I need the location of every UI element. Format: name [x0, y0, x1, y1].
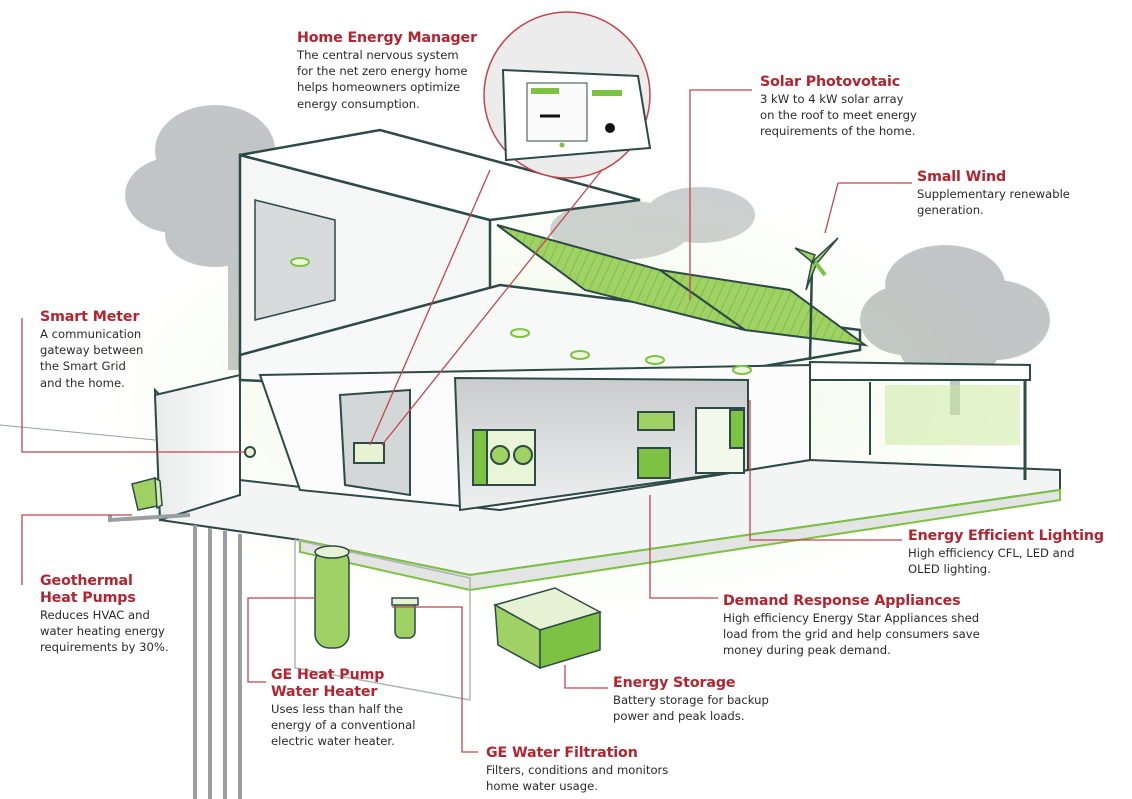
callout-description: Supplementary renewable generation.	[917, 187, 1070, 218]
callout-ge-heat-pump-water-heater: GE Heat Pump Water Heater Uses less than…	[271, 667, 415, 750]
leader-lines	[21, 89, 912, 753]
callout-energy-efficient-lighting: Energy Efficient Lighting High efficienc…	[908, 528, 1104, 577]
hem-magnifier	[483, 11, 652, 179]
callout-solar-photovoltaic: Solar Photovotaic 3 kW to 4 kW solar arr…	[760, 74, 917, 140]
wind-turbine-graphic	[794, 237, 839, 361]
callout-smart-meter: Smart Meter A communication gateway betw…	[40, 309, 143, 391]
appliances	[472, 407, 745, 486]
callout-title: Solar Photovotaic	[760, 74, 901, 90]
callout-geothermal-heat-pumps: Geothermal Heat Pumps Reduces HVAC and w…	[40, 573, 169, 656]
callout-title: Home Energy Manager	[297, 30, 477, 46]
callout-description: Reduces HVAC and water heating energy re…	[40, 608, 169, 655]
callout-description: Uses less than half the energy of a conv…	[271, 702, 416, 749]
callout-title: Demand Response Appliances	[723, 593, 961, 609]
geothermal-unit-graphic	[131, 476, 163, 511]
callout-description: 3 kW to 4 kW solar array on the roof to …	[760, 92, 917, 139]
callout-description: A communication gateway between the Smar…	[40, 327, 144, 390]
callout-small-wind: Small Wind Supplementary renewable gener…	[917, 169, 1070, 218]
callout-description: The central nervous system for the net z…	[297, 48, 468, 111]
callout-demand-response-appliances: Demand Response Appliances High efficien…	[723, 593, 980, 659]
callout-energy-storage: Energy Storage Battery storage for backu…	[613, 675, 769, 724]
callout-title: Energy Storage	[613, 675, 736, 691]
callout-home-energy-manager: Home Energy Manager The central nervous …	[297, 30, 477, 112]
wall-display	[353, 442, 385, 464]
callout-title: Small Wind	[917, 169, 1007, 185]
callout-title: GE Heat Pump Water Heater	[271, 667, 385, 700]
callout-description: Filters, conditions and monitors home wa…	[486, 763, 669, 794]
callout-ge-water-filtration: GE Water Filtration Filters, conditions …	[486, 745, 668, 794]
battery-graphic	[493, 587, 602, 670]
callout-title: Energy Efficient Lighting	[908, 528, 1104, 544]
callout-title: Smart Meter	[40, 309, 140, 325]
callout-title: Geothermal Heat Pumps	[40, 573, 136, 606]
callout-description: High efficiency CFL, LED and OLED lighti…	[908, 546, 1075, 577]
water-heater-graphic	[314, 545, 350, 649]
callout-description: High efficiency Energy Star Appliances s…	[723, 611, 980, 658]
callout-title: GE Water Filtration	[486, 745, 638, 761]
water-filter-graphic	[391, 597, 419, 639]
callout-description: Battery storage for backup power and pea…	[613, 693, 769, 724]
